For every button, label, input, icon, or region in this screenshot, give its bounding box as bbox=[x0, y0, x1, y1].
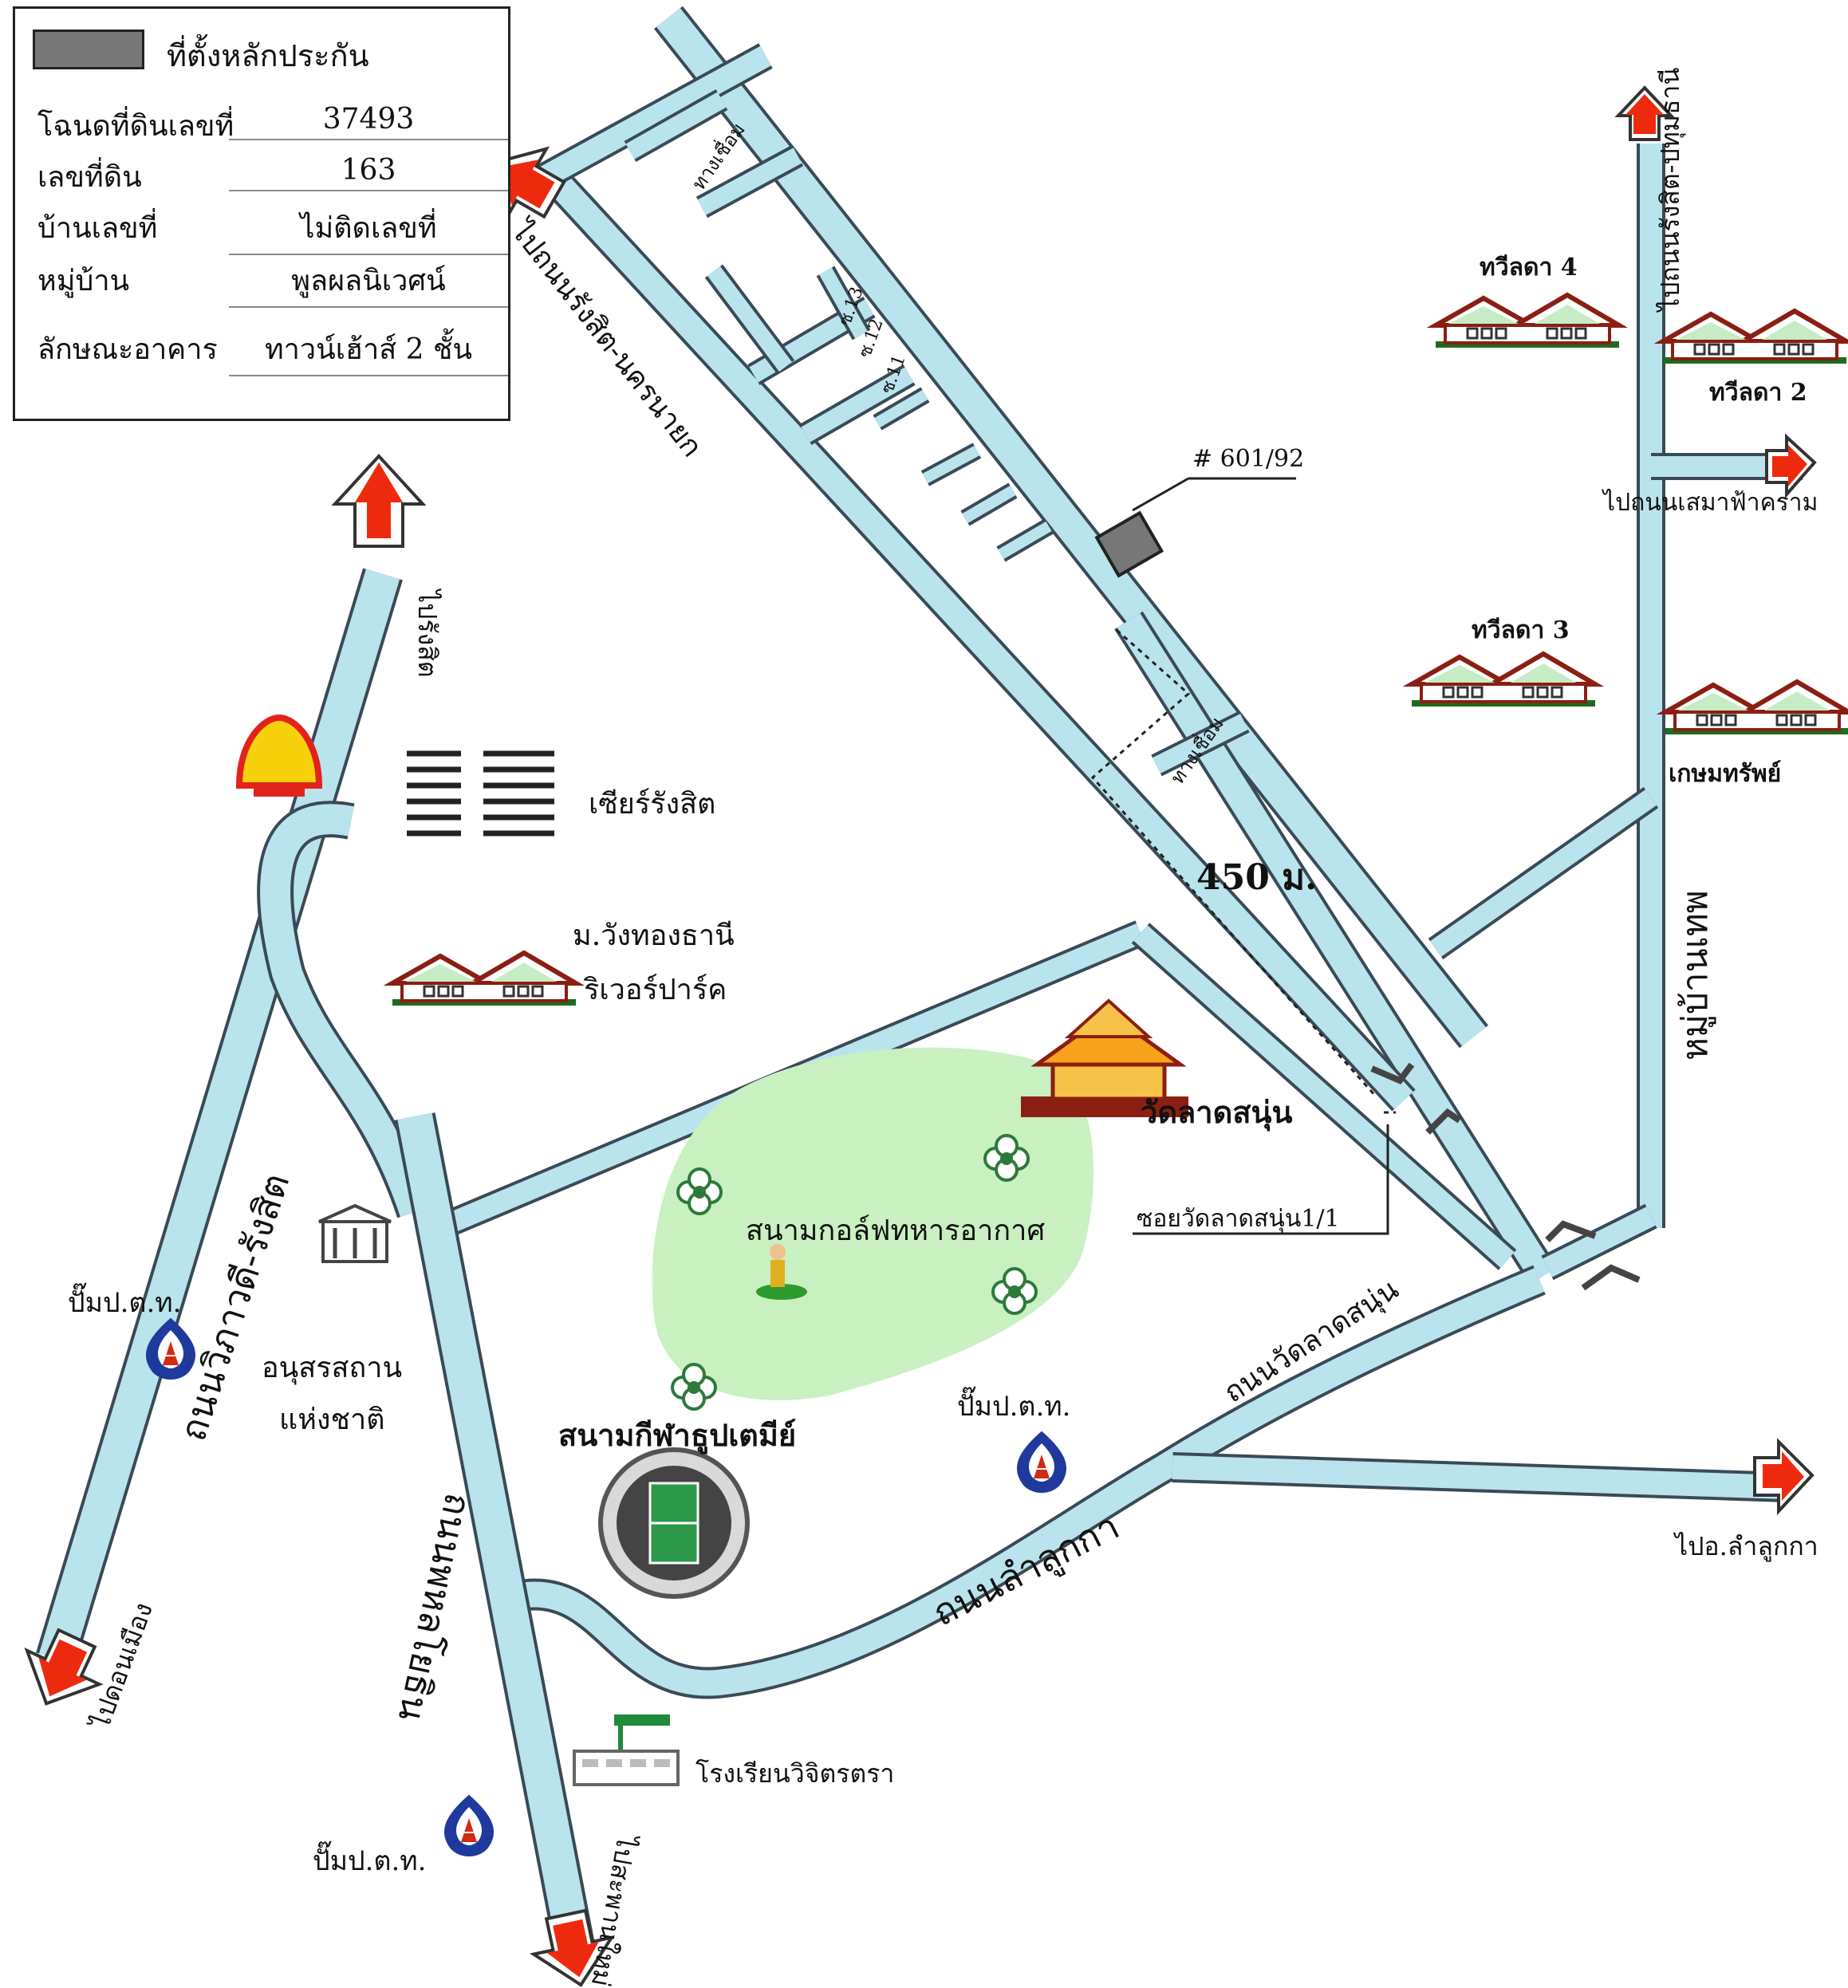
collateral-swatch-icon bbox=[33, 30, 144, 69]
shell-station-icon bbox=[235, 714, 323, 797]
ptt-station-2-icon bbox=[1016, 1431, 1067, 1493]
collateral-location-marker bbox=[1094, 477, 1296, 578]
label-to-rangsit: ไปรังสิต bbox=[412, 588, 443, 678]
label-to-lamlukka: ไปอ.ลำลูกกา bbox=[1673, 1531, 1818, 1562]
label-ptt-2: ปั๊มป.ต.ท. bbox=[957, 1386, 1071, 1423]
label-wangthong-1: ม.วังทองธานี bbox=[573, 919, 735, 952]
label-thawilada-4: ทวีลดา 4 bbox=[1480, 254, 1578, 281]
future-rangsit-building-icon bbox=[407, 746, 554, 845]
label-to-saphanmai: ไปสะพานใหม่ bbox=[585, 1831, 642, 1988]
school-icon bbox=[573, 1714, 680, 1786]
label-monument-2: แห่งชาติ bbox=[279, 1403, 385, 1436]
label-house-number: # 601/92 bbox=[1192, 445, 1304, 473]
label-ptt-3: ปั๊มป.ต.ท. bbox=[313, 1840, 427, 1877]
label-to-pathum: ไปถนนรังสิต-ปทุมธานี bbox=[1655, 68, 1686, 313]
arrow-to-lamlukka-icon bbox=[1753, 1438, 1815, 1516]
arrow-to-pathum-icon bbox=[1614, 85, 1675, 141]
monument-icon bbox=[318, 1203, 392, 1263]
distance-path bbox=[1090, 628, 1396, 1114]
label-thawilada-3: ทวีลดา 3 bbox=[1472, 616, 1570, 644]
label-ptt-1: ปั๊มป.ต.ท. bbox=[68, 1282, 182, 1319]
label-to-donmueang: ไปดอนเมือง bbox=[85, 1599, 159, 1735]
legend-value: 37493 bbox=[229, 103, 508, 140]
legend-value: พูลผลนิเวศน์ bbox=[229, 258, 508, 308]
legend-key: เลขที่ดิน bbox=[37, 161, 142, 194]
label-future-rangsit: เซียร์รังสิต bbox=[589, 788, 715, 821]
legend-key: โฉนดที่ดินเลขที่ bbox=[37, 110, 234, 143]
road-network bbox=[36, 6, 1803, 1950]
wangthong-house-icon bbox=[392, 953, 576, 1006]
thawilada3-house-icon bbox=[1412, 654, 1595, 707]
label-wangthong-2: ริเวอร์ปาร์ค bbox=[583, 974, 727, 1006]
label-lamlukka-road: ถนนลำลูกกา bbox=[925, 1504, 1126, 1636]
legend-value: ทาวน์เฮ้าส์ 2 ชั้น bbox=[229, 326, 508, 376]
legend-swatch-label: ที่ตั้งหลักประกัน bbox=[167, 38, 369, 73]
legend-key: บ้านเลขที่ bbox=[37, 212, 158, 245]
golf-course-area bbox=[652, 1047, 1094, 1411]
label-village-road: หมู่บ้านเทพ bbox=[1675, 890, 1716, 1061]
soi-pointer bbox=[1133, 1124, 1389, 1235]
arrow-to-donmueang-icon bbox=[24, 1628, 104, 1706]
stadium-icon bbox=[598, 1447, 750, 1599]
legend-value: 163 bbox=[229, 154, 508, 191]
legend-value: ไม่ติดเลขที่ bbox=[229, 205, 508, 255]
legend-box: ที่ตั้งหลักประกัน โฉนดที่ดินเลขที่ 37493… bbox=[13, 6, 510, 421]
arrow-to-seima-icon bbox=[1765, 433, 1817, 499]
label-distance: 450 ม. bbox=[1196, 857, 1318, 898]
label-kasemsap: เกษมทรัพย์ bbox=[1669, 760, 1781, 788]
legend-key: หมู่บ้าน bbox=[37, 265, 130, 297]
label-monument-1: อนุสรสถาน bbox=[262, 1352, 402, 1385]
label-phaholyothin-road: ถนนพหลโยธิน bbox=[390, 1490, 480, 1726]
label-soi-watlatsanun: ซอยวัดลาดสนุ่น1/1 bbox=[1137, 1205, 1340, 1234]
temple-icon bbox=[1021, 998, 1188, 1117]
ptt-station-3-icon bbox=[443, 1795, 495, 1856]
arrow-to-saphanmai-icon bbox=[529, 1908, 616, 1987]
label-stadium: สนามกีฬาธูปเตมีย์ bbox=[558, 1417, 796, 1455]
arrow-to-rangsit-icon bbox=[331, 454, 427, 548]
label-school: โรงเรียนวิจิตรตรา bbox=[695, 1758, 894, 1789]
legend-key: ลักษณะอาคาร bbox=[37, 333, 218, 366]
bridge-marks bbox=[1370, 1062, 1641, 1291]
label-wat-latsanun: วัดลาดสนุ่น bbox=[1141, 1094, 1292, 1132]
thawilada2-house-icon bbox=[1663, 311, 1846, 364]
kasemsap-house-icon bbox=[1665, 682, 1848, 734]
label-golf-course: สนามกอล์ฟทหารอากาศ bbox=[746, 1214, 1045, 1247]
thawilada4-house-icon bbox=[1436, 295, 1619, 348]
label-thawilada-2: ทวีลดา 2 bbox=[1709, 379, 1807, 407]
label-to-seima: ไปถนนเสมาฟ้าคราม bbox=[1602, 488, 1818, 517]
